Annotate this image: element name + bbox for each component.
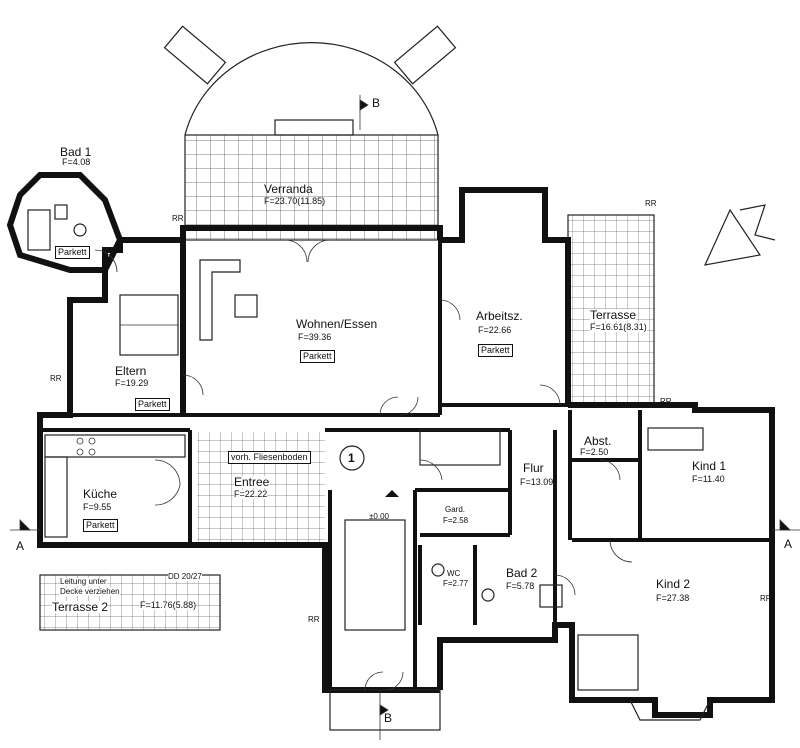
marker-circle [339,445,365,471]
bad1-floor: Parkett [55,246,90,259]
terrasse2-area: F=11.76(5.88) [140,600,197,610]
wohnen-floor: Parkett [300,350,335,363]
wohnen-name: Wohnen/Essen [296,317,378,331]
marker-number: 1 [348,451,355,465]
dd-note: DD 20/27 [168,572,202,581]
bad1-name: Bad 1 [60,145,92,159]
rr-label-3: RR [645,199,657,208]
kitchen-furniture [44,434,186,538]
bad2-area: F=5.78 [506,581,535,591]
bad1-area: F=4.08 [62,157,91,167]
gard-name: Gard. [445,505,466,514]
rr-label-2: RR [50,374,62,383]
level-marker-icon [385,490,399,497]
interior-walls [40,410,772,690]
leitung-note-1: Leitung unter [60,577,107,586]
kueche-floor: Parkett [83,519,118,532]
entree-area: F=22.22 [234,489,268,499]
section-b-top: B [372,96,381,110]
internal-stair [419,429,501,466]
entry-stair [344,519,406,631]
abst-area: F=2.50 [580,447,609,457]
wc-toilet-icon [431,563,445,577]
bad2-name: Bad 2 [506,566,538,580]
section-lines [10,95,800,740]
wc-area: F=2.77 [443,579,469,588]
wc-name: WC [447,569,461,578]
kind1-bed [647,427,704,451]
flur-name: Flur [523,461,544,475]
kind1-name: Kind 1 [692,459,727,473]
arbeitsz-name: Arbeitsz. [476,309,523,323]
verranda-area: F=23.70(11.85) [264,196,326,206]
bad2-toilet-icon [481,588,495,602]
shower-icon [539,584,563,608]
terrasse2-name: Terrasse 2 [52,600,109,614]
kind2-area: F=27.38 [656,593,690,603]
exterior-walls [37,187,775,718]
eltern-area: F=19.29 [115,378,149,388]
verranda-name: Verranda [264,182,313,196]
door-swings [94,239,633,691]
eltern-name: Eltern [115,364,147,378]
terrasse-name: Terrasse [590,308,637,322]
section-a-right: A [784,537,793,551]
section-a-left: A [16,539,25,553]
arbeitsz-floor: Parkett [478,344,513,357]
rr-label-6: RR [760,594,772,603]
arbeitsz-area: F=22.66 [478,325,512,335]
eltern-floor: Parkett [135,398,170,411]
abst-name: Abst. [584,434,612,448]
living-furniture [119,259,258,356]
kueche-name: Küche [83,487,118,501]
north-arrow-icon [703,204,776,266]
kind2-bed [577,634,639,691]
flur-area: F=13.09 [520,477,554,487]
bay-window [629,699,711,721]
level-label: ±0.00 [369,512,389,521]
gard-area: F=2.58 [443,516,469,525]
veranda [163,25,457,241]
rr-label-1: RR [172,214,184,223]
terrasse-area: F=16.61(8.31) [590,322,647,332]
kueche-area: F=9.55 [83,502,112,512]
veranda-stair-right [393,25,457,85]
section-b-bottom: B [384,711,393,725]
rr-label-5: RR [308,615,320,624]
kind1-area: F=11.40 [692,474,725,484]
rr-label-4: RR [660,397,672,406]
bad1-room [6,172,124,273]
leitung-note-2: Decke verziehen [60,587,120,596]
kind2-name: Kind 2 [656,577,691,591]
entree-floor: vorh. Fliesenboden [228,451,311,464]
veranda-stair-left [163,25,227,85]
wohnen-area: F=39.36 [298,332,332,342]
entree-name: Entree [234,475,270,489]
